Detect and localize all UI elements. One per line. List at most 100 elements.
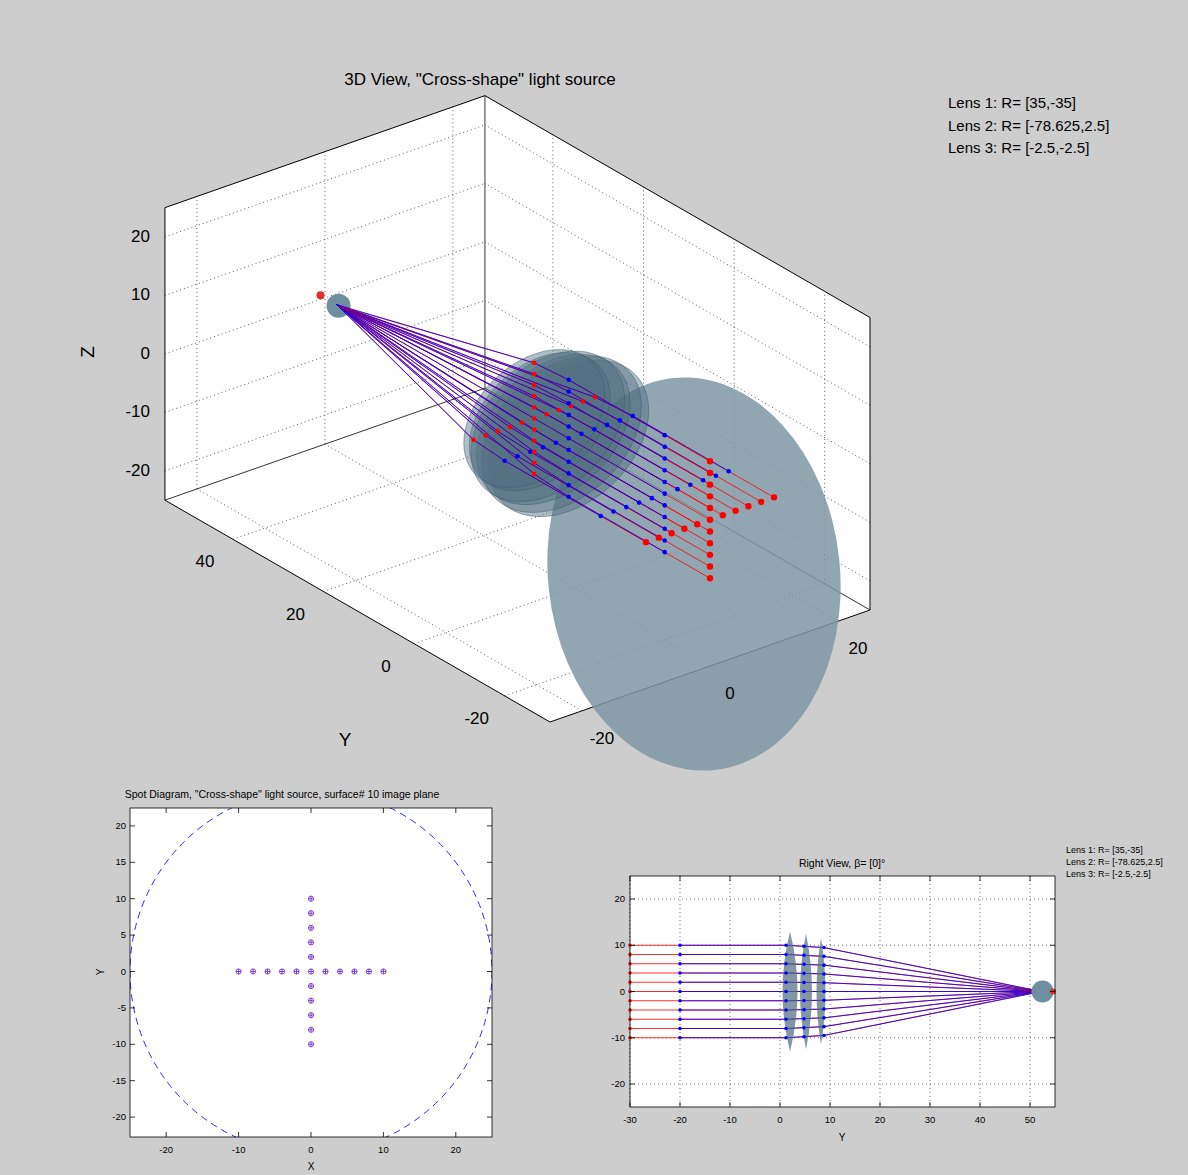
y-tick-label: -20 [112, 1112, 126, 1122]
ray-point [605, 423, 610, 428]
axis-label: Y [339, 730, 352, 751]
axis-label: Y [839, 1132, 846, 1143]
spot-circle [381, 969, 386, 974]
ray-point [520, 420, 525, 425]
grid-line [197, 489, 582, 711]
spot-plus [309, 940, 314, 945]
ray-point [784, 1008, 788, 1012]
y-tick-label: 0 [620, 986, 625, 996]
lens-note: Lens 3: R= [-2.5,-2.5] [948, 140, 1089, 157]
x-tick-label: 30 [925, 1115, 936, 1125]
ray [339, 306, 710, 567]
z-tick-label: 0 [141, 345, 150, 364]
tick-mark [238, 1132, 239, 1137]
ray [337, 305, 665, 471]
ray-point [802, 990, 806, 994]
plot-title: 3D View, "Cross-shape" light source [344, 71, 616, 90]
right-view [628, 876, 1056, 1107]
x-tick-label: 20 [875, 1115, 886, 1125]
ray-point [681, 526, 687, 532]
box-edge [484, 96, 485, 389]
ray-point [714, 473, 719, 478]
ray [630, 964, 1040, 992]
ray-point [581, 399, 586, 404]
tick-mark [130, 862, 135, 863]
ray [337, 305, 665, 541]
ray-point [732, 508, 738, 514]
tick-mark [487, 971, 492, 972]
spot-plus [309, 954, 314, 959]
lens-note: Lens 3: R= [-2.5,-2.5] [1066, 870, 1151, 880]
spot-plus [352, 969, 357, 974]
ray-point [726, 469, 731, 474]
ray-point [771, 494, 777, 500]
y-tick-label: 20 [286, 605, 305, 624]
ray-point [662, 526, 667, 531]
spot-marker [308, 940, 313, 945]
axes-3d [165, 96, 870, 786]
x-tick-label: 0 [725, 685, 734, 704]
ray-point [822, 1034, 826, 1038]
tick-mark [130, 825, 135, 826]
tick-mark [130, 1007, 135, 1008]
axes-frame [630, 876, 1055, 1107]
spot-plus [309, 998, 314, 1003]
ray-point [678, 980, 682, 984]
grid-line [165, 242, 485, 354]
y-tick-label: 10 [614, 940, 625, 950]
ray-point [532, 361, 537, 366]
tick-mark [630, 945, 635, 946]
ray [339, 306, 646, 542]
ray-point [668, 530, 674, 536]
axis-label: X [308, 1161, 315, 1172]
ray-point [707, 470, 713, 476]
tick-mark [930, 1102, 931, 1107]
grid-line [324, 152, 325, 445]
tick-mark [455, 808, 456, 813]
ray-point [566, 413, 571, 418]
x-tick-label: 20 [451, 1145, 462, 1155]
y-tick-label: 5 [121, 930, 126, 940]
ray-point [508, 425, 513, 430]
ray-point [678, 999, 682, 1003]
tick-mark [487, 1044, 492, 1045]
tick-mark [1050, 1037, 1055, 1038]
ray [337, 305, 678, 489]
lens-disk [464, 350, 605, 488]
y-tick-label: 0 [381, 657, 390, 676]
ray-dots [471, 361, 777, 582]
ray-point [675, 487, 680, 492]
spot-marker [308, 925, 313, 930]
ray-point [556, 408, 561, 413]
lens-profile [783, 931, 798, 1051]
tick-mark [880, 1102, 881, 1107]
ray [680, 992, 1042, 1001]
spot-circle [366, 969, 371, 974]
lens-profile [800, 934, 812, 1050]
ray-point [662, 480, 667, 485]
tick-mark [830, 1102, 831, 1107]
ray-point [784, 962, 788, 966]
spot-circle [308, 983, 313, 988]
spot-plus [280, 969, 285, 974]
tick-mark [680, 876, 681, 881]
ray-point [784, 999, 788, 1003]
spot-circle [308, 940, 313, 945]
spot-circle [308, 925, 313, 930]
y-tick-label: -5 [118, 1003, 126, 1013]
spot-circle [308, 1042, 313, 1047]
ray [680, 964, 1042, 992]
ray-point [662, 503, 667, 508]
ray-point [822, 1007, 826, 1011]
z-tick-label: 10 [131, 286, 150, 305]
ray-point [707, 563, 713, 569]
ray-point [678, 943, 682, 947]
tick-mark [730, 876, 731, 881]
ray-point [544, 412, 549, 417]
ray-point [822, 955, 826, 959]
grid-line [630, 991, 1055, 992]
ray [680, 991, 1042, 992]
spot-marker [337, 969, 342, 974]
ray-point [707, 481, 713, 487]
grid-lines [630, 876, 1055, 1107]
